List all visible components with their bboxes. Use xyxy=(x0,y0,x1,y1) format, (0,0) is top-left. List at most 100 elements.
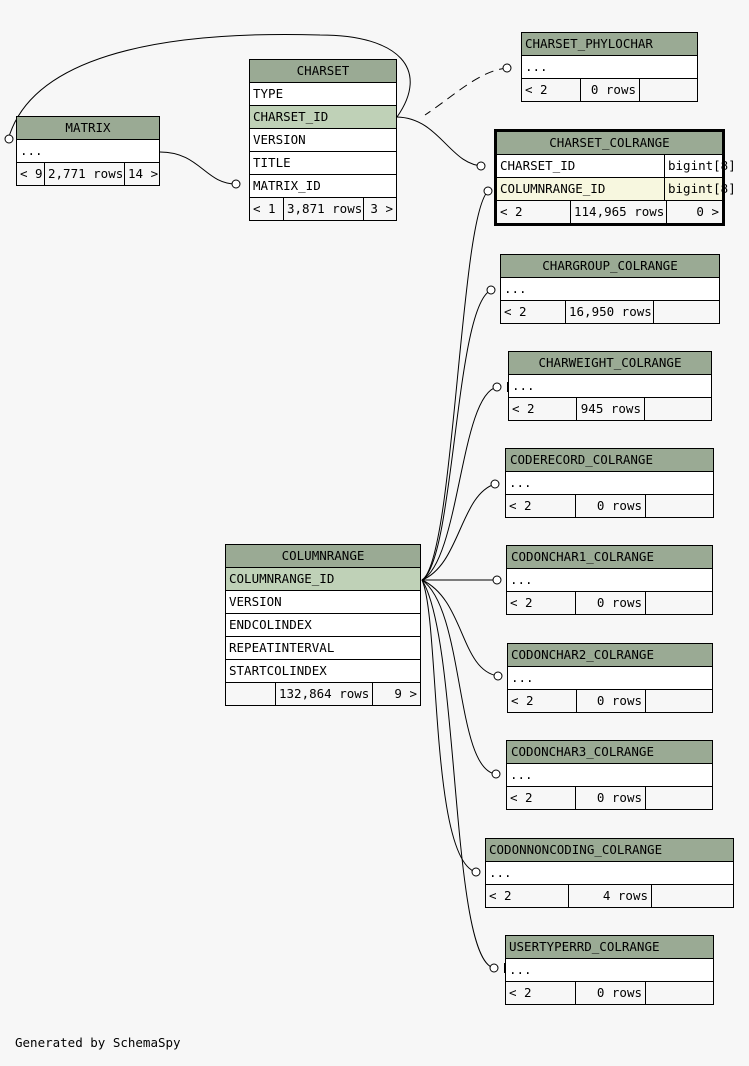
table-codonchar3-colrange-header[interactable]: CODONCHAR3_COLRANGE xyxy=(507,741,712,764)
table-charweight-colrange[interactable]: CHARWEIGHT_COLRANGE ... < 2 945 rows xyxy=(508,351,712,421)
marker-codonchar3 xyxy=(491,769,501,779)
table-columnrange-footer: 132,864 rows 9 > xyxy=(226,683,420,705)
table-usertyperrd-colrange-header[interactable]: USERTYPERRD_COLRANGE xyxy=(506,936,713,959)
table-columnrange[interactable]: COLUMNRANGE COLUMNRANGE_ID VERSION ENDCO… xyxy=(225,544,421,706)
table-codonnoncoding-colrange-header[interactable]: CODONNONCODING_COLRANGE xyxy=(486,839,733,862)
table-charset-colrange-header[interactable]: CHARSET_COLRANGE xyxy=(497,132,722,155)
edge-chargroup-columnrange xyxy=(421,289,493,581)
table-codonchar3-colrange-col[interactable]: ... xyxy=(507,764,712,787)
table-charset-phylochar[interactable]: CHARSET_PHYLOCHAR ... < 2 0 rows xyxy=(521,32,698,102)
table-charset-colrange-footer: < 2 114,965 rows 0 > xyxy=(497,201,722,223)
table-usertyperrd-colrange-col[interactable]: ... xyxy=(506,959,713,982)
marker-charweight xyxy=(492,382,502,392)
row-count: 0 rows xyxy=(576,982,646,1004)
row-count: 4 rows xyxy=(569,885,652,907)
table-matrix-col[interactable]: ... xyxy=(17,140,159,163)
table-charset-col[interactable]: MATRIX_ID xyxy=(250,175,396,198)
parents-count: < 2 xyxy=(509,398,577,420)
marker-codonchar2 xyxy=(493,671,503,681)
table-coderecord-colrange-col[interactable]: ... xyxy=(506,472,713,495)
table-charset-phylochar-header[interactable]: CHARSET_PHYLOCHAR xyxy=(522,33,697,56)
table-columnrange-col[interactable]: ENDCOLINDEX xyxy=(226,614,420,637)
edge-colrange-charset xyxy=(396,116,485,167)
table-matrix[interactable]: MATRIX ... < 9 2,771 rows 14 > xyxy=(16,116,160,186)
row-count: 2,771 rows xyxy=(45,163,125,185)
table-charweight-colrange-col[interactable]: ... xyxy=(509,375,711,398)
table-codonchar2-colrange[interactable]: CODONCHAR2_COLRANGE ... < 2 0 rows xyxy=(507,643,713,713)
marker-codonnoncoding xyxy=(471,867,481,877)
table-columnrange-header[interactable]: COLUMNRANGE xyxy=(226,545,420,568)
marker-colrange-columnrange xyxy=(483,186,493,196)
table-charset-col[interactable]: TITLE xyxy=(250,152,396,175)
marker-colrange-charset xyxy=(476,161,486,171)
edge-charset-loop-matrix xyxy=(7,34,411,141)
edge-usertyperrd-columnrange xyxy=(421,579,495,969)
children-count xyxy=(646,787,712,809)
children-count xyxy=(646,592,712,614)
table-codonchar2-colrange-col[interactable]: ... xyxy=(508,667,712,690)
children-count xyxy=(646,690,712,712)
edge-codonchar3-columnrange xyxy=(421,579,497,775)
table-chargroup-colrange-header[interactable]: CHARGROUP_COLRANGE xyxy=(501,255,719,278)
table-charset[interactable]: CHARSET TYPE CHARSET_ID VERSION TITLE MA… xyxy=(249,59,397,221)
table-matrix-footer: < 9 2,771 rows 14 > xyxy=(17,163,159,185)
marker-chargroup xyxy=(486,285,496,295)
table-codonchar3-colrange[interactable]: CODONCHAR3_COLRANGE ... < 2 0 rows xyxy=(506,740,713,810)
children-count xyxy=(652,885,733,907)
table-codonchar3-colrange-footer: < 2 0 rows xyxy=(507,787,712,809)
table-codonchar1-colrange[interactable]: CODONCHAR1_COLRANGE ... < 2 0 rows xyxy=(506,545,713,615)
row-count: 945 rows xyxy=(577,398,645,420)
table-charset-phylochar-col[interactable]: ... xyxy=(522,56,697,79)
table-matrix-header[interactable]: MATRIX xyxy=(17,117,159,140)
table-charset-colrange-col[interactable]: COLUMNRANGE_ID bigint[8] xyxy=(497,178,736,201)
table-columnrange-col[interactable]: STARTCOLINDEX xyxy=(226,660,420,683)
children-count: 0 > xyxy=(696,204,719,219)
table-chargroup-colrange-footer: < 2 16,950 rows xyxy=(501,301,719,323)
row-count: 0 rows xyxy=(576,495,646,517)
marker-phylochar xyxy=(502,63,512,73)
table-charset-colrange[interactable]: CHARSET_COLRANGE CHARSET_ID bigint[8] CO… xyxy=(494,129,736,226)
edge-charset-matrix xyxy=(159,151,237,185)
row-count: 0 rows xyxy=(577,690,646,712)
table-coderecord-colrange-footer: < 2 0 rows xyxy=(506,495,713,517)
table-charset-col[interactable]: VERSION xyxy=(250,129,396,152)
table-codonnoncoding-colrange[interactable]: CODONNONCODING_COLRANGE ... < 2 4 rows xyxy=(485,838,734,908)
children-count: 9 > xyxy=(394,686,417,701)
table-charset-footer: < 1 3,871 rows 3 > xyxy=(250,198,396,220)
parents-count: < 2 xyxy=(506,982,576,1004)
table-charweight-colrange-header[interactable]: CHARWEIGHT_COLRANGE xyxy=(509,352,711,375)
table-chargroup-colrange[interactable]: CHARGROUP_COLRANGE ... < 2 16,950 rows xyxy=(500,254,720,324)
table-codonchar1-colrange-col[interactable]: ... xyxy=(507,569,712,592)
table-columnrange-col-key[interactable]: COLUMNRANGE_ID xyxy=(226,568,420,591)
parents-count: < 2 xyxy=(508,690,577,712)
children-count xyxy=(646,982,713,1004)
table-charset-col-key[interactable]: CHARSET_ID xyxy=(250,106,396,129)
table-codonchar1-colrange-footer: < 2 0 rows xyxy=(507,592,712,614)
table-usertyperrd-colrange[interactable]: USERTYPERRD_COLRANGE ... < 2 0 rows xyxy=(505,935,714,1005)
edge-phylochar-charset xyxy=(424,67,509,116)
column-type: bigint[8] xyxy=(664,155,736,177)
children-count: 14 > xyxy=(128,166,159,181)
table-chargroup-colrange-col[interactable]: ... xyxy=(501,278,719,301)
children-count: 3 > xyxy=(370,201,393,216)
parents-count: < 2 xyxy=(506,495,576,517)
table-charset-colrange-col[interactable]: CHARSET_ID bigint[8] xyxy=(497,155,736,178)
edge-codonchar2-columnrange xyxy=(421,579,499,677)
children-count xyxy=(654,301,719,323)
table-columnrange-col[interactable]: VERSION xyxy=(226,591,420,614)
table-codonchar1-colrange-header[interactable]: CODONCHAR1_COLRANGE xyxy=(507,546,712,569)
parents-count: < 2 xyxy=(486,885,569,907)
table-coderecord-colrange[interactable]: CODERECORD_COLRANGE ... < 2 0 rows xyxy=(505,448,714,518)
table-charset-header[interactable]: CHARSET xyxy=(250,60,396,83)
table-codonnoncoding-colrange-col[interactable]: ... xyxy=(486,862,733,885)
table-columnrange-col[interactable]: REPEATINTERVAL xyxy=(226,637,420,660)
edge-codonnoncoding-columnrange xyxy=(421,579,477,873)
table-coderecord-colrange-header[interactable]: CODERECORD_COLRANGE xyxy=(506,449,713,472)
row-count: 0 rows xyxy=(576,787,646,809)
table-codonchar2-colrange-header[interactable]: CODONCHAR2_COLRANGE xyxy=(508,644,712,667)
table-charset-phylochar-footer: < 2 0 rows xyxy=(522,79,697,101)
table-charset-col[interactable]: TYPE xyxy=(250,83,396,106)
parents-count: < 2 xyxy=(507,592,576,614)
parents-count: < 2 xyxy=(501,301,566,323)
